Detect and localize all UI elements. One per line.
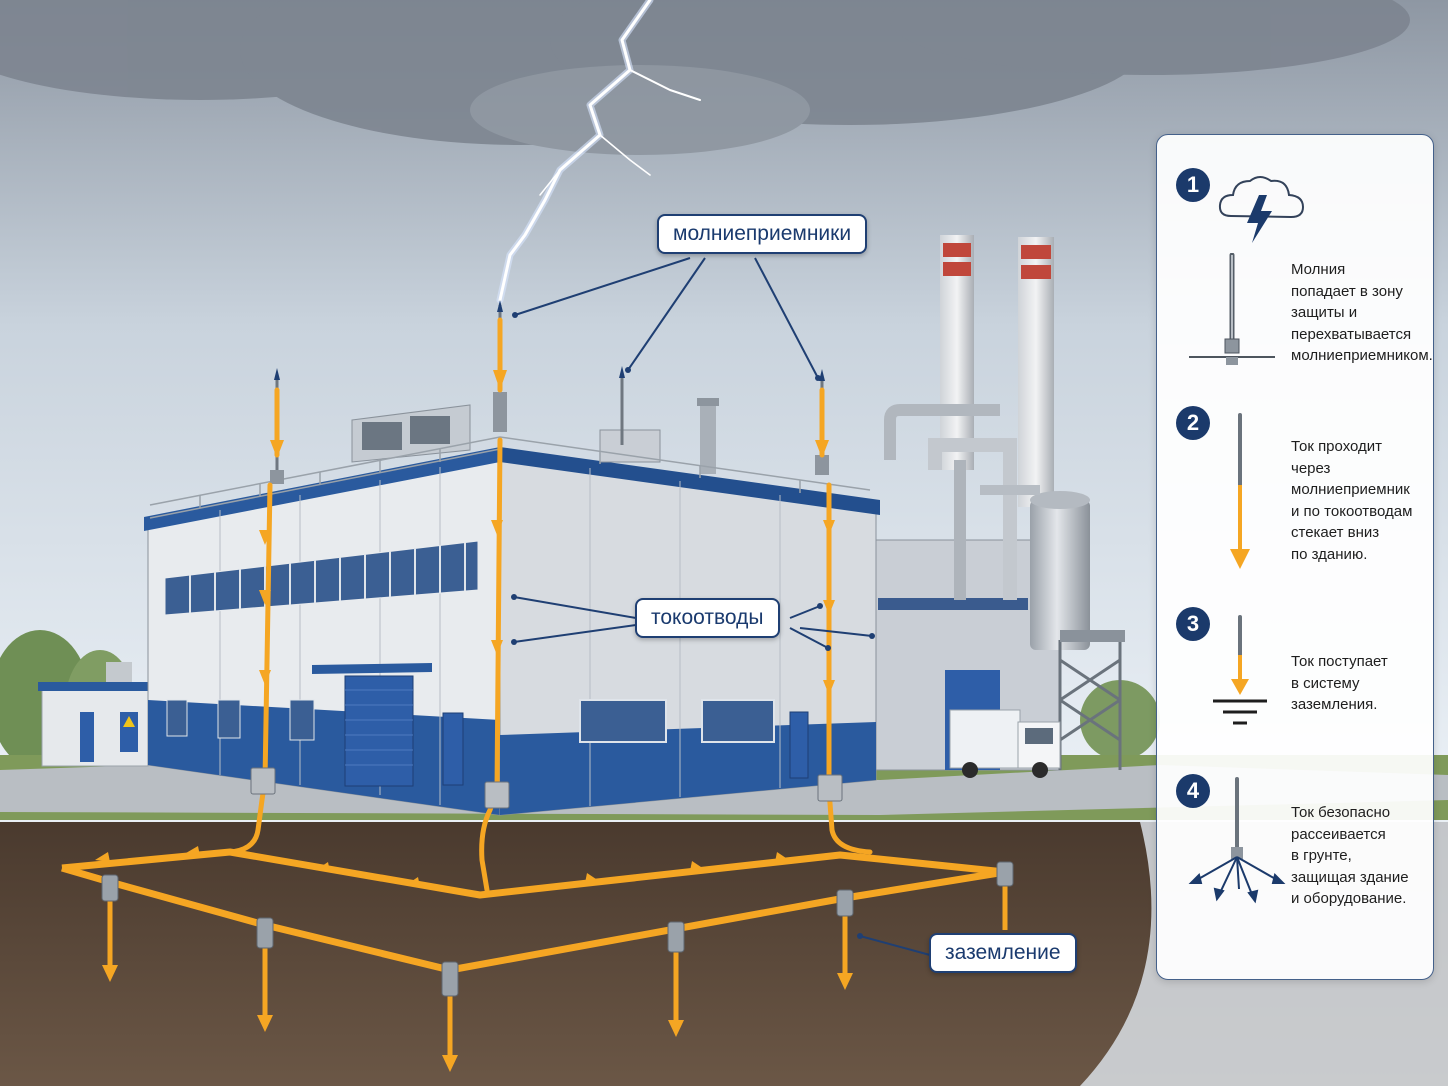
- leader-dot: [857, 933, 863, 939]
- step-4-text: Ток безопасно рассеивается в грунте, защ…: [1291, 804, 1409, 907]
- storm-cloud-icon: [1218, 176, 1305, 243]
- clamp: [836, 889, 854, 917]
- clamp: [256, 917, 274, 949]
- rod-base: [270, 470, 284, 484]
- truck: [949, 709, 1061, 778]
- air-terminal-icon: [1189, 253, 1275, 365]
- dissipation-icon: [1188, 777, 1286, 904]
- storm-clouds: [0, 0, 1410, 155]
- rod-base: [815, 455, 829, 475]
- leader-dot: [817, 603, 823, 609]
- electrode-arrow: [102, 965, 118, 982]
- leader-dot: [869, 633, 875, 639]
- leader-dot: [511, 639, 517, 645]
- ring-arrows: [95, 846, 789, 887]
- test-boxes: [250, 767, 843, 809]
- leader-dot: [815, 375, 821, 381]
- leader-dot: [625, 367, 631, 373]
- step-2-text: Ток проходит через молниеприемник и по т…: [1291, 438, 1413, 563]
- electrode-arrow: [257, 1015, 273, 1032]
- step-1-text: Молния попадает в зону защиты и перехват…: [1291, 261, 1433, 364]
- steps-panel: 1 Молния попадает в зону защиты и перехв…: [1156, 134, 1434, 980]
- clamp: [667, 921, 685, 953]
- step-3-number: 3: [1176, 607, 1210, 641]
- down-conductor-icon: [1230, 413, 1250, 569]
- label-down-conductors: токоотводы: [635, 598, 780, 638]
- chimneys: [940, 235, 1054, 507]
- current-arrows: [259, 370, 835, 695]
- rod-tip: [619, 366, 625, 378]
- electrode-arrow: [442, 1055, 458, 1072]
- lightning-bolt: [496, 0, 701, 304]
- clamp: [441, 961, 459, 997]
- electrode-arrow: [837, 973, 853, 990]
- label-air-terminals: молниеприемники: [657, 214, 868, 254]
- leader-dot: [825, 645, 831, 651]
- grounding-icon: [1213, 615, 1267, 725]
- label-grounding: заземление: [929, 933, 1077, 973]
- step-1-number: 1: [1176, 168, 1210, 202]
- soil: [0, 822, 1448, 1086]
- step-3-text: Ток поступает в систему заземления.: [1291, 653, 1388, 713]
- leader-dot: [512, 312, 518, 318]
- electrode-arrow: [668, 1020, 684, 1037]
- leader-dot: [511, 594, 517, 600]
- clamp: [101, 874, 119, 902]
- rod-base: [493, 392, 507, 432]
- clamp: [996, 861, 1014, 887]
- step-2-number: 2: [1176, 406, 1210, 440]
- main-building: [144, 398, 880, 816]
- rod-tip: [274, 368, 280, 380]
- rod-tip: [497, 300, 503, 312]
- leader-lines: [513, 257, 931, 956]
- step-4-number: 4: [1176, 774, 1210, 808]
